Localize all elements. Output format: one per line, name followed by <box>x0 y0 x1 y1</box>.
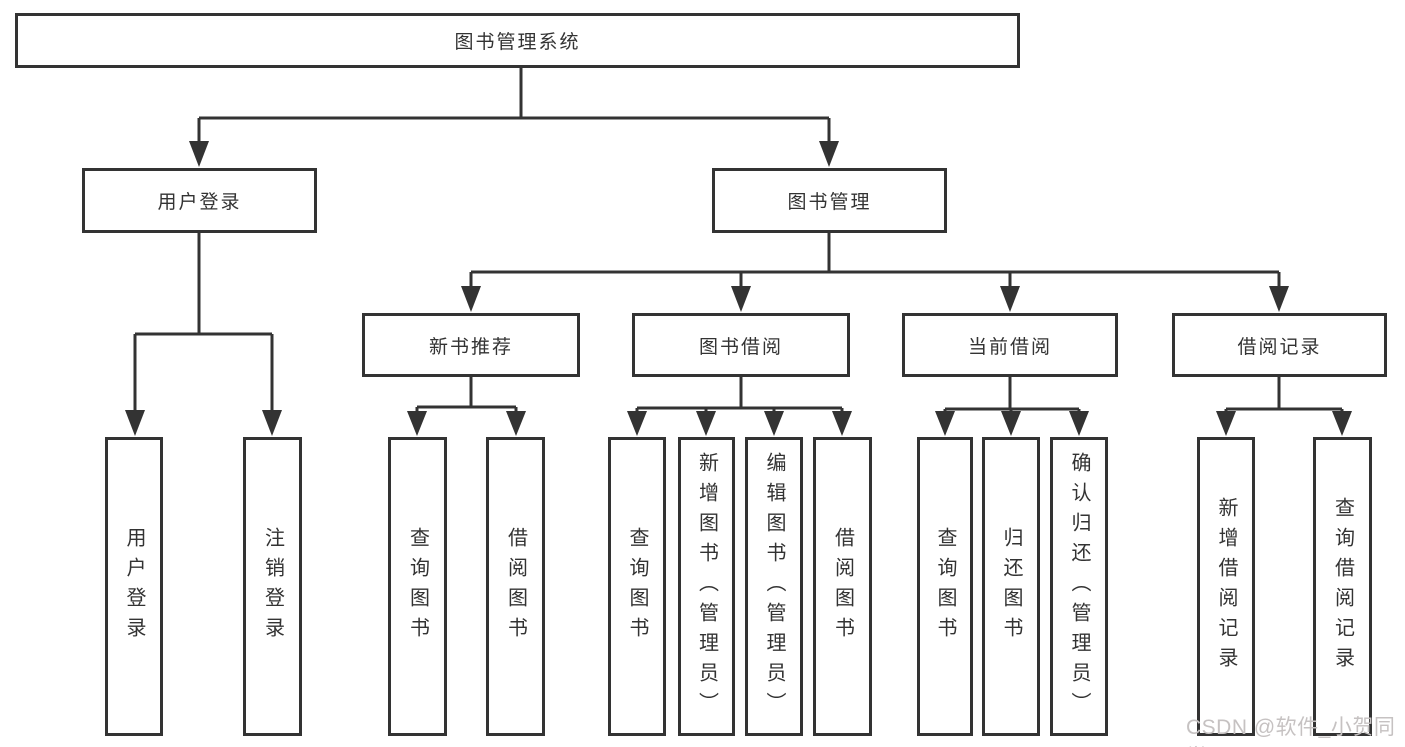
leaf-user-login: 用户登录 <box>105 437 163 736</box>
node-book-borrowing: 图书借阅 <box>632 313 850 377</box>
csdn-watermark: CSDN @软件_小贺同学 <box>1186 716 1396 747</box>
leaf-query-books: 查询图书 <box>608 437 666 736</box>
node-book-management: 图书管理 <box>712 168 947 233</box>
leaf-confirm-return-admin: 确认归还（管理员） <box>1050 437 1108 736</box>
leaf-borrow-books: 借阅图书 <box>813 437 872 736</box>
leaf-edit-book-admin: 编辑图书（管理员） <box>745 437 803 736</box>
leaf-query-books: 查询图书 <box>917 437 973 736</box>
leaf-add-book-admin: 新增图书（管理员） <box>678 437 735 736</box>
leaf-add-borrow-record: 新增借阅记录 <box>1197 437 1255 736</box>
node-library-system: 图书管理系统 <box>15 13 1020 68</box>
node-current-borrowing: 当前借阅 <box>902 313 1118 377</box>
leaf-query-books: 查询图书 <box>388 437 447 736</box>
node-user-login: 用户登录 <box>82 168 317 233</box>
node-borrowing-records: 借阅记录 <box>1172 313 1387 377</box>
leaf-query-borrow-record: 查询借阅记录 <box>1313 437 1372 736</box>
node-new-book-recommend: 新书推荐 <box>362 313 580 377</box>
leaf-return-books: 归还图书 <box>982 437 1040 736</box>
leaf-logout: 注销登录 <box>243 437 302 736</box>
leaf-borrow-books: 借阅图书 <box>486 437 545 736</box>
